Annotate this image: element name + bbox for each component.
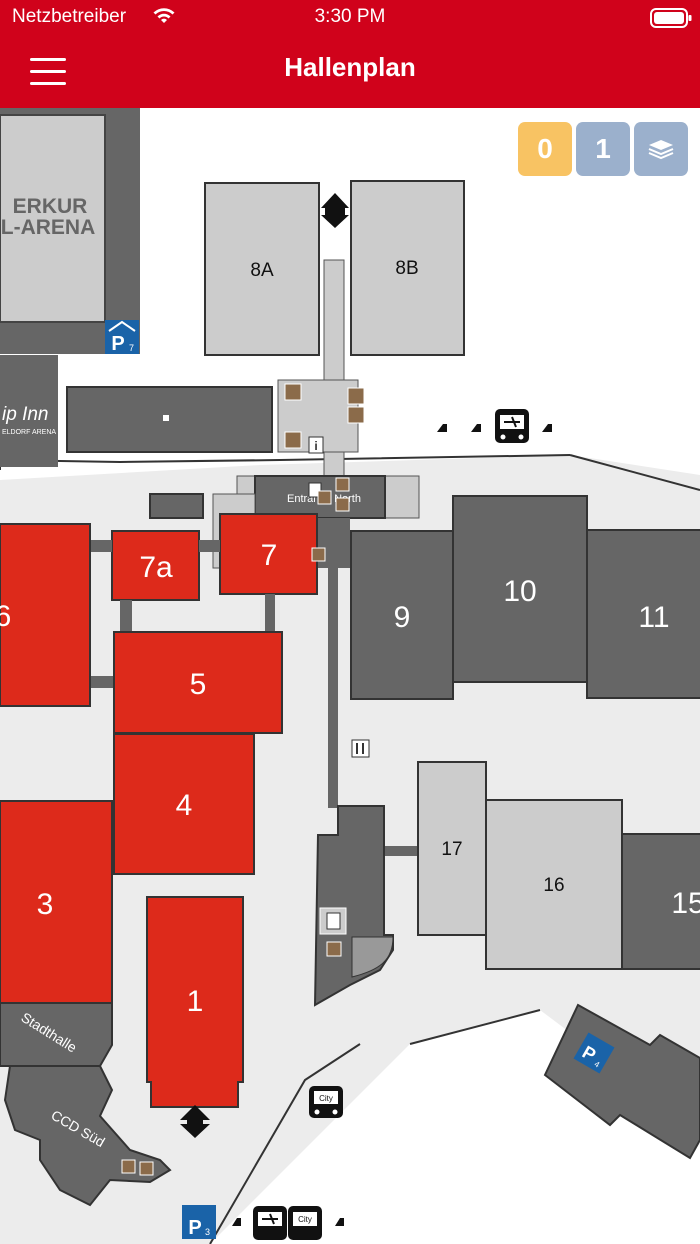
ccd-restroom-icon-2 [139,1161,154,1176]
hotel-building[interactable] [0,355,58,467]
info-letter: i [314,439,317,453]
city-bus-icon[interactable]: City [309,1086,343,1118]
boundary-line [0,454,571,470]
restaurant-icon[interactable] [351,739,370,758]
hall-15[interactable] [621,833,700,970]
arena-label-1: ERKUR [13,195,88,218]
info-icon[interactable]: i [308,436,324,454]
hall-7a-label: 7a [139,551,173,584]
hall-6[interactable] [0,523,91,707]
hall-15-label: 15 [671,887,700,920]
hall-9[interactable] [350,530,454,700]
city-bus-icon-2[interactable]: City [288,1206,322,1240]
parking-p7-label: P [111,333,124,355]
hall-3-label: 3 [37,888,54,921]
carrier-label: Netzbetreiber [12,6,127,27]
hall-11-label: 11 [638,601,669,634]
hall-5-label: 5 [190,668,207,701]
hall-7a[interactable] [111,530,200,601]
time-label: 3:30 PM [314,6,386,27]
entrance-east-restroom-icon [326,941,342,957]
parking-p3-number: 3 [205,1227,210,1237]
parking-p4-icon[interactable]: P 4 [573,1032,615,1074]
hotel-name: ip Inn [2,404,48,425]
hall-6-label: 6 [0,600,11,633]
page-title: Hallenplan [284,52,416,82]
hall-3[interactable] [0,800,113,1004]
boundary-line-2 [409,1009,541,1045]
hall-10-label: 10 [503,575,536,608]
entrance-restroom-icon [335,477,350,492]
parking-p4-number: 4 [593,1059,602,1069]
city-bus-label-2: City [298,1215,312,1224]
connector-3 [120,600,132,632]
walkway-spine [328,568,338,808]
hall-1-label: 1 [187,985,204,1018]
hall-5[interactable] [113,631,283,734]
hall-1[interactable] [146,896,244,1108]
connector-6 [384,846,418,856]
level-0-button[interactable]: 0 [518,122,572,176]
entrance-restroom-icon-3 [335,497,350,512]
escalator-icon [321,193,349,228]
connector-4 [265,594,275,632]
small-marker [163,415,169,421]
battery-icon [650,8,692,28]
taxi-icon-4 [232,1218,241,1226]
arena-roof [0,114,106,323]
ccd-restroom-icon [121,1159,136,1174]
connector [90,540,112,552]
hall-8a[interactable] [204,182,320,356]
hall-16-label: 16 [543,875,564,896]
escalator-icon-2 [180,1105,210,1138]
parking-p3-label: P [188,1217,201,1239]
hamburger-menu-icon[interactable] [30,58,66,88]
hall-17[interactable] [417,761,487,936]
city-bus-label: City [319,1094,333,1103]
hall-17-label: 17 [441,839,462,860]
hall-11[interactable] [586,529,700,699]
hall-7-label: 7 [261,539,278,572]
hotel-subtitle: ELDORF ARENA [2,429,56,436]
connector-2 [199,540,220,552]
taxi-icon-3 [542,424,552,432]
app-header: Netzbetreiber 3:30 PM Hallenplan [0,0,700,108]
entrance-restroom-icon-2 [317,490,332,505]
hall-7-restroom-icon [311,547,326,562]
hall-8a-label: 8A [250,260,274,281]
layers-button[interactable] [634,122,688,176]
hall-4[interactable] [113,733,255,875]
hall-map[interactable]: ERKUR L-ARENA P 7 ip Inn ELDORF ARENA ʒ … [0,108,700,1244]
connector-5 [90,676,114,688]
entrance-east-info-icon[interactable] [319,907,347,935]
hall-9-label: 9 [394,601,411,634]
arena-label-2: L-ARENA [1,216,96,239]
hall-8b-label: 8B [395,258,418,279]
boundary-line-3 [209,1043,361,1244]
airport-bus-icon-2[interactable] [253,1206,287,1240]
corridor [323,259,345,491]
layers-icon [648,140,674,160]
parking-p7-number: 7 [129,343,134,353]
taxi-icon [437,424,447,432]
boundary-line-4 [569,454,700,491]
hall-16[interactable] [485,799,623,970]
restroom-icon [284,383,365,449]
small-building[interactable] [149,493,204,519]
wifi-icon [153,8,175,23]
airport-bus-icon[interactable] [495,409,529,443]
entrance-east-annex [351,936,394,978]
service-building[interactable] [66,386,273,453]
taxi-icon-2 [471,424,481,432]
hall-4-label: 4 [176,789,193,822]
taxi-icon-5 [335,1218,344,1226]
level-1-button[interactable]: 1 [576,122,630,176]
parking-p3-icon[interactable]: P 3 [182,1205,216,1239]
parking-p7-icon[interactable]: P 7 [105,320,139,355]
hall-8b[interactable] [350,180,465,356]
